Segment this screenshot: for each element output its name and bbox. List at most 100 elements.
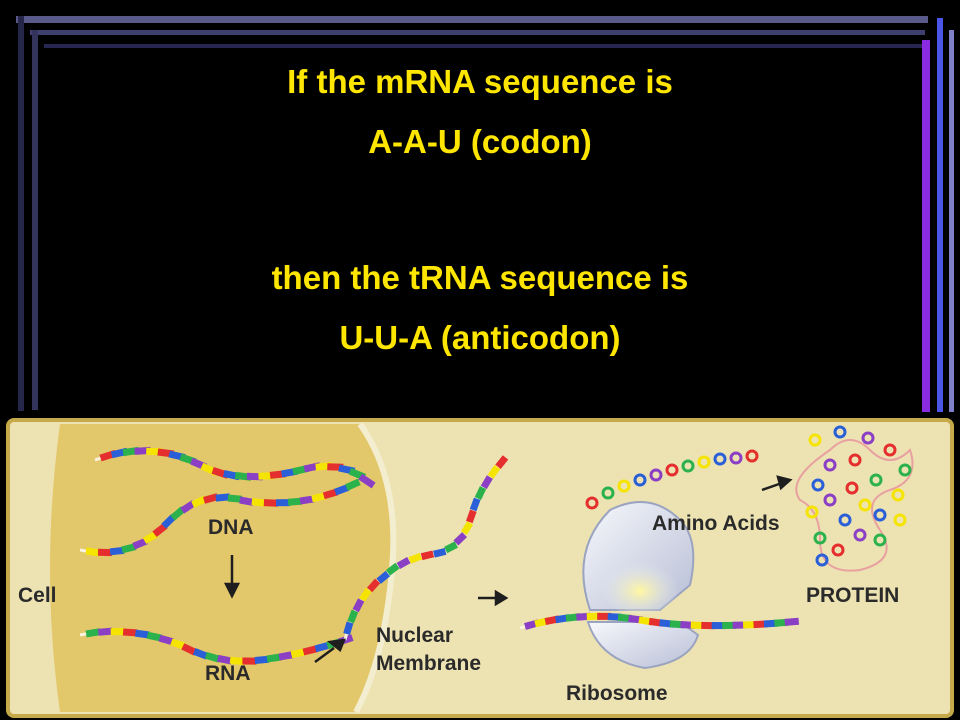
base	[227, 494, 243, 503]
protein-bead	[815, 553, 829, 567]
amino-acid-bead	[697, 455, 711, 469]
label-cell: Cell	[18, 584, 57, 607]
base	[146, 631, 162, 642]
base	[290, 648, 306, 659]
protein-bead	[853, 528, 867, 542]
base	[460, 521, 474, 536]
amino-acid-bead	[633, 473, 647, 487]
protein-cluster	[795, 425, 914, 572]
amino-acid-bead	[617, 479, 631, 493]
protein-bead	[833, 425, 847, 439]
base	[263, 499, 279, 507]
protein-bead	[873, 533, 887, 547]
base	[217, 654, 233, 665]
protein-bead	[869, 473, 883, 487]
dna-strand-upper	[94, 446, 376, 489]
amino-acid-chain	[585, 449, 759, 510]
base	[191, 495, 207, 508]
base	[180, 500, 196, 514]
base	[132, 537, 148, 550]
trna-intro-line: then the tRNA sequence is	[271, 259, 689, 296]
base	[215, 493, 231, 502]
base	[85, 628, 101, 638]
amino-acid-bead	[649, 468, 663, 482]
protein-bead	[805, 505, 819, 519]
amino-acid-bead	[745, 449, 759, 463]
base	[266, 653, 282, 663]
base	[158, 634, 175, 646]
base	[352, 598, 365, 613]
base	[366, 578, 381, 593]
label-rna: RNA	[205, 662, 251, 685]
ribosome	[582, 501, 700, 670]
nucleus	[50, 424, 394, 712]
amino-acid-bead	[665, 463, 679, 477]
frame-bar-right-light	[949, 30, 954, 412]
dna-strand-lower	[79, 478, 361, 557]
base	[254, 655, 270, 664]
base	[109, 546, 125, 556]
frame-bar-top-innermost	[44, 44, 924, 48]
protein-bead	[823, 493, 837, 507]
base	[358, 473, 376, 489]
protein-bead	[838, 513, 852, 527]
arrow-dna-to-rna-head	[223, 582, 241, 599]
base	[480, 475, 493, 490]
amino-acid-bead	[729, 451, 743, 465]
label-membrane: Membrane	[376, 652, 481, 675]
base	[408, 552, 423, 564]
protein-bead	[858, 498, 872, 512]
base	[359, 587, 372, 602]
base	[469, 497, 481, 512]
base	[420, 550, 435, 561]
amino-acid-bead	[601, 486, 615, 500]
base	[97, 548, 113, 557]
base	[302, 645, 318, 656]
base	[204, 651, 221, 663]
label-protein: PROTEIN	[806, 584, 899, 607]
frame-bar-left-inner	[32, 30, 38, 410]
amino-acid-bead	[713, 452, 727, 466]
protein-bead	[893, 513, 907, 527]
label-dna: DNA	[208, 516, 254, 539]
mrna-exiting-strand	[343, 455, 509, 641]
label-ribosome: Ribosome	[566, 682, 668, 705]
protein-coil	[795, 439, 914, 572]
base	[314, 641, 330, 653]
mrna-intro-line: If the mRNA sequence is	[287, 63, 673, 100]
base	[203, 493, 219, 504]
base	[453, 532, 468, 546]
base	[385, 562, 400, 576]
ribosome-mrna-strand	[519, 612, 800, 630]
label-nuclear: Nuclear	[376, 624, 453, 647]
frame-bar-right-blue	[937, 18, 943, 412]
base	[275, 499, 291, 507]
base	[396, 556, 411, 569]
slide-text: If the mRNA sequence is A-A-U (codon) th…	[60, 52, 900, 368]
arrow-to-ribosome-head	[494, 589, 509, 607]
arrow-to-protein-head	[776, 475, 793, 491]
base	[784, 617, 800, 626]
base	[343, 621, 354, 635]
base	[287, 497, 303, 506]
base	[444, 541, 458, 554]
base	[487, 464, 501, 479]
base	[299, 495, 315, 505]
base	[85, 547, 101, 557]
protein-bead	[848, 453, 862, 467]
frame-bar-top-inner	[30, 30, 925, 35]
anticodon-line: U-U-A (anticodon)	[339, 319, 621, 356]
base	[110, 628, 125, 636]
amino-acid-bead	[585, 496, 599, 510]
base	[474, 486, 487, 501]
protein-bead	[891, 488, 905, 502]
protein-synthesis-illustration: Cell DNA RNA Nuclear Membrane Ribosome A…	[0, 410, 960, 720]
arrow-rna-to-membrane-head	[326, 638, 346, 653]
base	[229, 656, 245, 666]
label-amino-acids: Amino Acids	[652, 512, 780, 535]
protein-bead	[861, 431, 875, 445]
frame-bar-right-purple	[922, 40, 930, 412]
protein-bead	[883, 443, 897, 457]
base	[347, 609, 359, 624]
